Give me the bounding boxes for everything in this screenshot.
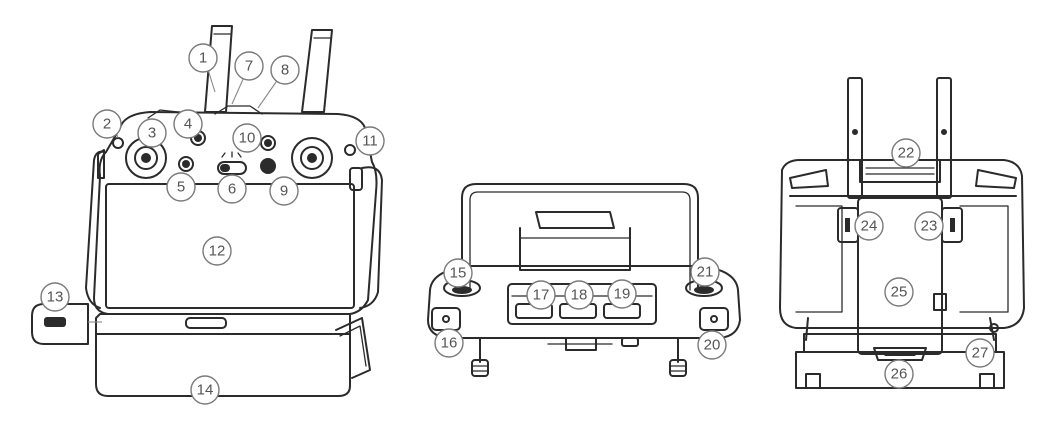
callout-15: 15	[443, 258, 473, 288]
svg-text:16: 16	[441, 335, 458, 352]
port-inset	[31, 303, 89, 345]
svg-text:8: 8	[281, 62, 289, 79]
callout-23: 23	[914, 211, 944, 241]
svg-text:26: 26	[891, 366, 908, 383]
svg-text:2: 2	[103, 116, 111, 133]
svg-text:25: 25	[891, 284, 908, 301]
callout-26: 26	[884, 359, 914, 389]
callout-20: 20	[697, 330, 727, 360]
callout-8: 8	[270, 55, 300, 85]
callout-6: 6	[217, 174, 247, 204]
callout-19: 19	[607, 279, 637, 309]
right-antenna	[301, 29, 333, 113]
callout-9: 9	[269, 176, 299, 206]
svg-text:9: 9	[280, 183, 288, 200]
callout-12: 12	[202, 236, 232, 266]
svg-text:14: 14	[197, 382, 214, 399]
carry-handle	[461, 183, 699, 291]
callout-10: 10	[232, 123, 262, 153]
callout-27: 27	[965, 338, 995, 368]
callout-21: 21	[690, 257, 720, 287]
svg-text:20: 20	[704, 337, 721, 354]
callout-22: 22	[891, 138, 921, 168]
callout-7: 7	[234, 51, 264, 81]
back-view	[779, 77, 1025, 389]
right-stick	[291, 137, 333, 179]
callout-16: 16	[434, 328, 464, 358]
controller-body	[93, 111, 378, 315]
svg-text:13: 13	[47, 289, 64, 306]
svg-text:4: 4	[184, 116, 192, 133]
svg-text:22: 22	[898, 145, 915, 162]
svg-text:15: 15	[450, 265, 467, 282]
svg-text:24: 24	[861, 218, 878, 235]
svg-text:18: 18	[571, 287, 588, 304]
svg-text:21: 21	[697, 264, 714, 281]
dock-stand	[335, 317, 371, 379]
svg-text:23: 23	[921, 218, 938, 235]
back-body	[779, 159, 1025, 329]
right-grip	[359, 166, 383, 309]
callout-1: 1	[188, 43, 218, 73]
back-right-antenna	[936, 77, 952, 199]
svg-text:7: 7	[245, 58, 253, 75]
svg-text:1: 1	[199, 50, 207, 67]
callout-13: 13	[40, 282, 70, 312]
svg-text:27: 27	[972, 345, 989, 362]
callout-2: 2	[92, 109, 122, 139]
callout-25: 25	[884, 277, 914, 307]
back-left-antenna	[847, 77, 863, 199]
svg-text:6: 6	[228, 181, 236, 198]
callout-24: 24	[854, 211, 884, 241]
callout-18: 18	[564, 280, 594, 310]
callout-11: 11	[355, 126, 385, 156]
callout-17: 17	[526, 280, 556, 310]
callout-14: 14	[190, 375, 220, 405]
callout-4: 4	[173, 109, 203, 139]
dock	[95, 313, 351, 397]
mode-switch	[217, 161, 247, 175]
svg-text:17: 17	[533, 287, 550, 304]
svg-text:19: 19	[614, 286, 631, 303]
svg-text:11: 11	[362, 133, 378, 150]
callout-5: 5	[166, 172, 196, 202]
svg-text:10: 10	[239, 130, 256, 147]
svg-text:5: 5	[177, 179, 185, 196]
svg-text:12: 12	[209, 243, 226, 260]
svg-text:3: 3	[148, 125, 156, 142]
callout-3: 3	[137, 118, 167, 148]
